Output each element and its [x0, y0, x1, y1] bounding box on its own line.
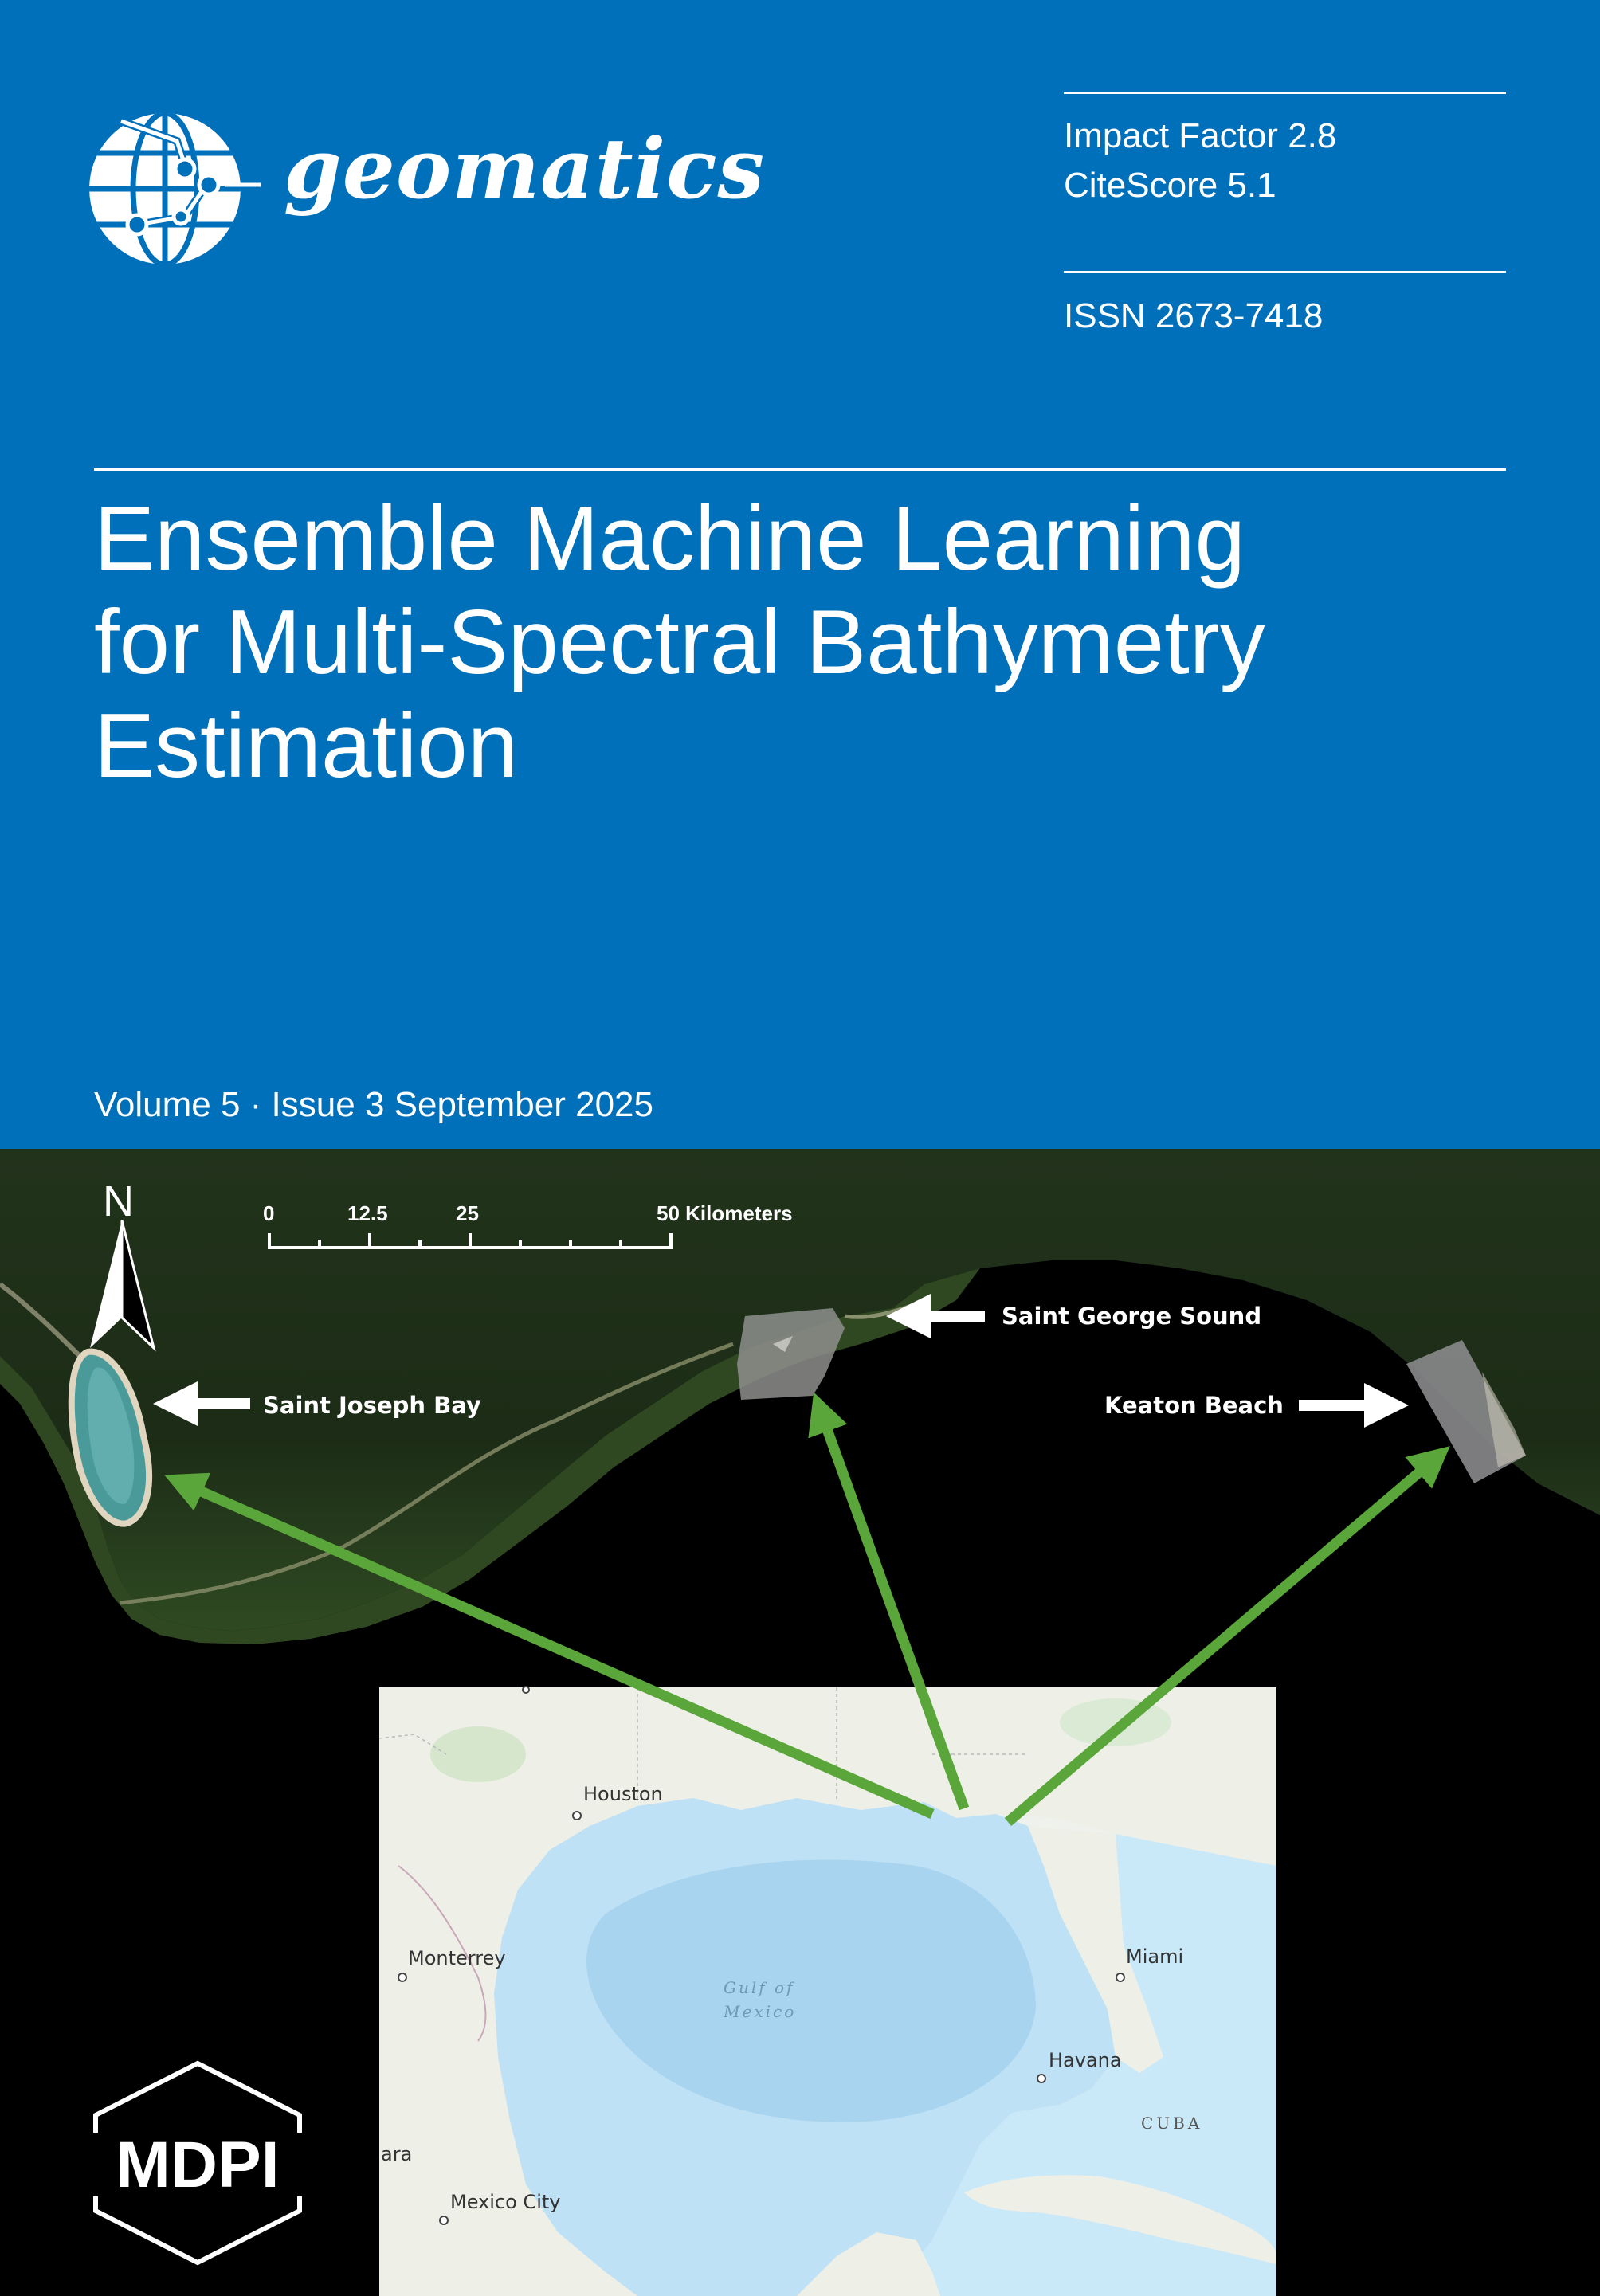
site-label-saint-george-sound: Saint George Sound — [1002, 1303, 1261, 1330]
city-label-monterrey: Monterrey — [408, 1947, 506, 1969]
journal-name: geomatics — [284, 120, 766, 217]
city-label-houston: Houston — [583, 1783, 663, 1805]
deep-water — [586, 1859, 1036, 2122]
city-marker — [1037, 2074, 1046, 2083]
title-line: Ensemble Machine Learning — [94, 488, 1245, 590]
city-label-partial: ara — [381, 2143, 412, 2165]
impact-factor: Impact Factor 2.8 — [1064, 116, 1337, 155]
cuba — [964, 2175, 1276, 2264]
divider-top — [1064, 92, 1506, 94]
satellite-map: N 0 12.5 25 50 Kilometers — [0, 1149, 1600, 2296]
water-label: Gulf of — [724, 1978, 795, 1997]
volume-issue: Volume 5 · Issue 3 September 2025 — [94, 1085, 653, 1124]
connector-arrow — [164, 1472, 935, 1819]
city-marker — [1116, 1973, 1125, 1982]
title-line: Estimation — [94, 695, 519, 797]
shoreline — [1482, 1372, 1526, 1467]
cover-header: geomatics Impact Factor 2.8 CiteScore 5.… — [0, 0, 1600, 1149]
citescore: CiteScore 5.1 — [1064, 166, 1276, 205]
water-label: Mexico — [723, 2002, 796, 2021]
scale-tick-label: 0 — [263, 1201, 274, 1225]
coastal-marsh — [0, 1268, 980, 1644]
city-marker — [439, 2216, 449, 2225]
title-line: for Multi-Spectral Bathymetry — [94, 592, 1265, 693]
city-marker — [522, 1686, 530, 1694]
city-marker — [398, 1973, 407, 1982]
state-borders — [378, 1687, 1028, 1802]
connector-arrow — [1004, 1446, 1450, 1826]
connector-arrow — [808, 1392, 970, 1811]
scale-tick-label: 25 — [456, 1201, 479, 1225]
country-border — [398, 1865, 487, 2042]
site-label-keaton-beach: Keaton Beach — [1104, 1392, 1284, 1419]
scale-bar — [268, 1233, 673, 1249]
city-label-miami: Miami — [1126, 1945, 1183, 1968]
city-label-mexico-city: Mexico City — [450, 2191, 560, 2213]
vegetation-patch — [430, 1726, 526, 1782]
north-arrow-icon — [90, 1220, 156, 1352]
inset-map: Houston Monterrey Miami Havana Mexico Ci… — [378, 1686, 1276, 2296]
divider-middle — [1064, 271, 1506, 273]
mdpi-logo: MDPI — [83, 2060, 322, 2266]
scale-tick-label: 50 Kilometers — [657, 1201, 793, 1225]
vegetation-patch — [1060, 1698, 1171, 1746]
island — [773, 1336, 793, 1352]
city-label-havana: Havana — [1049, 2049, 1122, 2071]
yucatan — [797, 2232, 940, 2296]
site-label-saint-joseph-bay: Saint Joseph Bay — [263, 1392, 481, 1419]
north-label: N — [103, 1177, 134, 1225]
florida-peninsula — [1028, 1826, 1163, 2073]
cover-figure: N 0 12.5 25 50 Kilometers — [0, 1149, 1600, 2296]
saint-george-sound-area — [737, 1308, 845, 1400]
article-title: Ensemble Machine Learning for Multi-Spec… — [94, 488, 1265, 798]
scale-tick-label: 12.5 — [347, 1201, 388, 1225]
divider-title — [94, 468, 1506, 471]
country-label-cuba: CUBA — [1141, 2114, 1202, 2133]
city-marker — [572, 1811, 582, 1820]
issn: ISSN 2673-7418 — [1064, 296, 1324, 335]
bay-shallows — [87, 1367, 135, 1504]
atlantic-water — [876, 1834, 1276, 2296]
globe-logo-icon — [89, 113, 261, 264]
barrier-island — [119, 1342, 734, 1605]
publisher-name: MDPI — [116, 2129, 280, 2201]
